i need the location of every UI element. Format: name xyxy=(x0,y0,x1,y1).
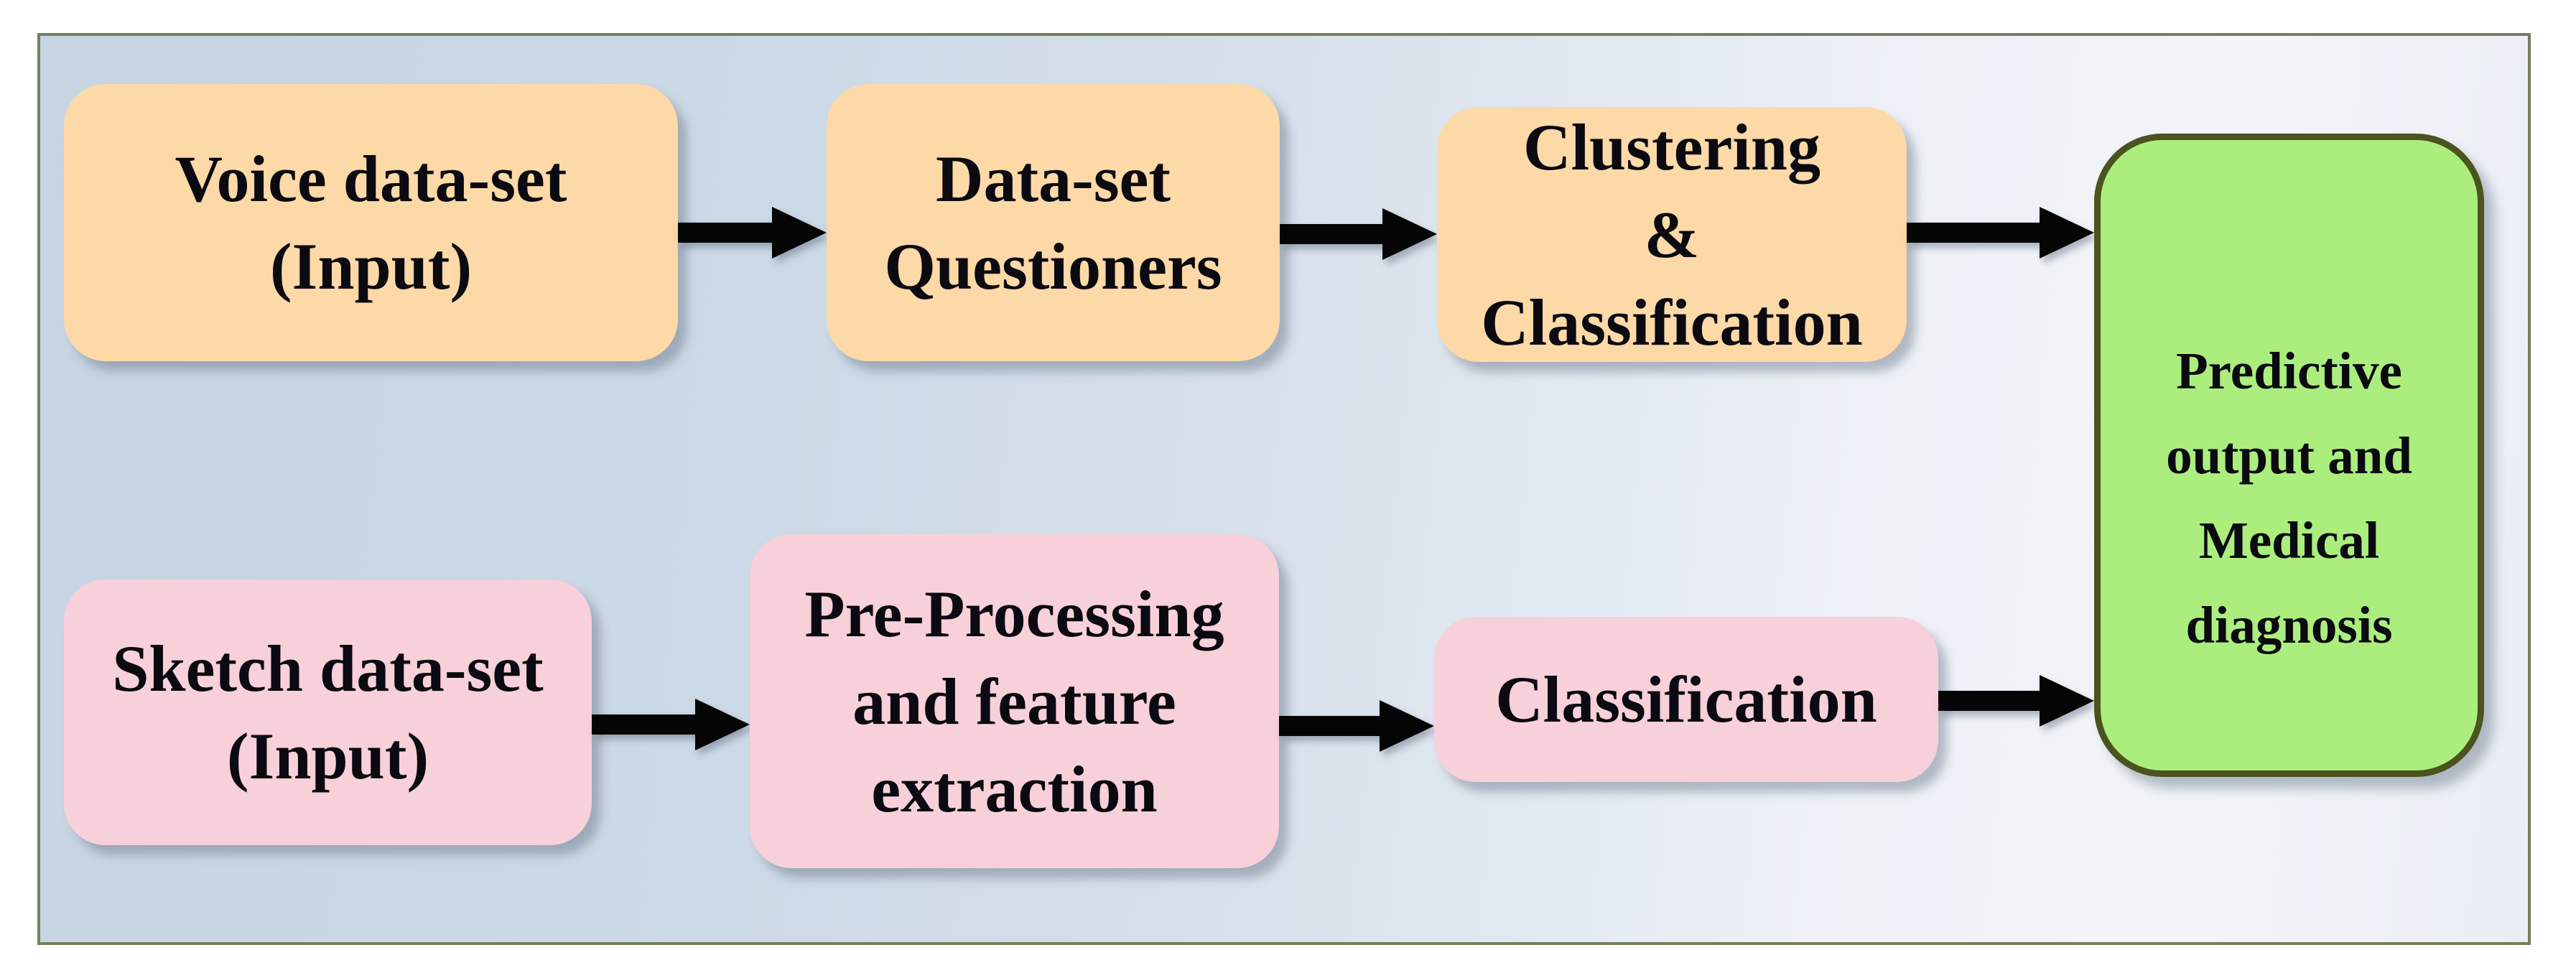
node-label-line: & xyxy=(1644,197,1700,271)
node-clustering-classification: Clustering & Classification xyxy=(1437,107,1907,362)
arrow-shaft xyxy=(1938,691,2041,711)
node-label-line: Predictive xyxy=(2176,342,2402,400)
arrow-shaft xyxy=(592,714,697,735)
node-preprocessing-feature-extraction: Pre-Processing and feature extraction xyxy=(750,534,1279,868)
node-voice-dataset: Voice data-set (Input) xyxy=(64,84,678,361)
node-label-line: Data-set xyxy=(936,142,1171,215)
node-label-line: (Input) xyxy=(226,719,429,793)
arrow-head xyxy=(2040,207,2094,259)
node-sketch-dataset: Sketch data-set (Input) xyxy=(64,579,592,845)
arrow-voice-to-questioners xyxy=(678,207,827,259)
node-classification: Classification xyxy=(1434,617,1938,782)
node-label-line: (Input) xyxy=(269,230,473,303)
arrow-sketch-to-preprocessing xyxy=(592,699,750,750)
arrow-head xyxy=(772,207,827,259)
node-label-line: and feature xyxy=(852,664,1176,738)
arrow-head xyxy=(695,699,750,750)
arrow-shaft xyxy=(1907,223,2041,243)
diagram-frame: Voice data-set (Input) Data-set Question… xyxy=(37,33,2531,945)
node-label-line: Classification xyxy=(1495,663,1877,736)
arrow-classification-to-output xyxy=(1938,675,2094,727)
node-predictive-output-medical-diagnosis: Predictive output and Medical diagnosis xyxy=(2094,134,2484,777)
arrow-preprocessing-to-classification xyxy=(1279,700,1434,752)
arrow-head xyxy=(1380,700,1434,752)
arrow-shaft xyxy=(1279,716,1381,736)
node-label-line: diagnosis xyxy=(2185,596,2393,654)
node-label-line: Pre-Processing xyxy=(804,577,1224,651)
arrow-head xyxy=(1382,208,1437,260)
arrow-shaft xyxy=(678,223,773,243)
node-label-line: Voice data-set xyxy=(175,142,567,215)
node-label-line: output and xyxy=(2166,427,2412,485)
node-label-line: Sketch data-set xyxy=(112,632,544,705)
arrow-shaft xyxy=(1280,224,1384,244)
node-label-line: Classification xyxy=(1481,285,1863,359)
node-label-line: Questioners xyxy=(884,230,1222,303)
node-label-line: Clustering xyxy=(1523,110,1821,184)
arrow-head xyxy=(2040,675,2094,727)
node-label-line: Medical xyxy=(2198,511,2380,569)
arrow-clustering-to-output xyxy=(1907,207,2094,259)
node-label-line: extraction xyxy=(871,752,1158,826)
arrow-questioners-to-clustering xyxy=(1280,208,1437,260)
node-dataset-questioners: Data-set Questioners xyxy=(827,84,1280,361)
